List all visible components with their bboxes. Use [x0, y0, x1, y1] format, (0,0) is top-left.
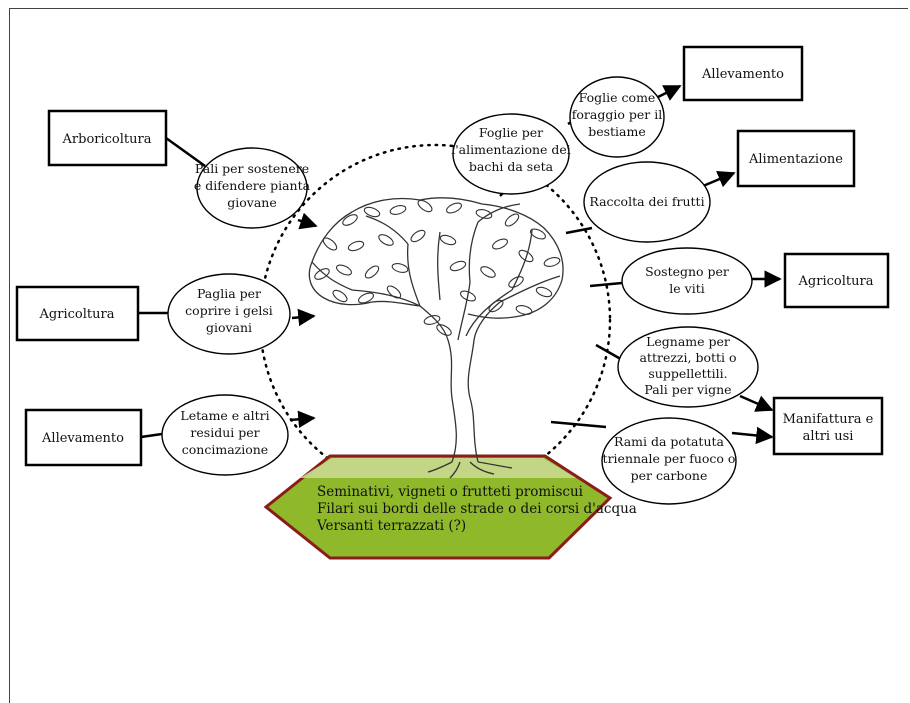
ellipse-line: Rami da potatuta: [614, 434, 725, 449]
ellipse-line: coprire i gelsi: [185, 303, 273, 318]
ground-line-2: Filari sui bordi delle strade o dei cors…: [317, 501, 637, 517]
ellipse-line: Legname per: [646, 334, 730, 349]
box-label: Arboricoltura: [62, 132, 152, 147]
ground-line-1: Seminativi, vigneti o frutteti promiscui: [317, 484, 584, 500]
ellipse-foglie-foraggio: Foglie come foraggio per il bestiame: [569, 76, 665, 158]
ellipse-line: Pali per sostenere: [195, 161, 309, 176]
ellipse-foglie-bachi: Foglie per l'alimentazione dei bachi da …: [451, 113, 571, 195]
ellipse-line: Foglie come: [579, 90, 656, 105]
arrows: [289, 84, 782, 445]
ellipse-line: Raccolta dei frutti: [589, 194, 704, 209]
ellipse-line: Sostegno per: [645, 264, 729, 279]
ellipse-letame: Letame e altri residui per concimazione: [161, 394, 289, 476]
box-allevamento-right: Allevamento: [682, 45, 804, 102]
ellipse-line: Letame e altri: [180, 408, 269, 423]
ellipse-rami: Rami da potatuta triennale per fuoco o p…: [601, 417, 737, 505]
box-label-line-1: Manifattura e: [783, 412, 874, 427]
figure-frame: [9, 8, 908, 703]
ellipse-raccolta: Raccolta dei frutti: [583, 161, 711, 243]
box-label: Agricoltura: [39, 307, 115, 322]
mulberry-tree-illustration: [308, 197, 564, 479]
ellipse-paglia: Paglia per coprire i gelsi giovani: [167, 273, 291, 355]
box-arboricoltura: Arboricoltura: [47, 109, 168, 167]
ellipse-line: suppellettili.: [648, 366, 727, 381]
ellipse-legname: Legname per attrezzi, botti o suppellett…: [617, 326, 759, 408]
box-label: Allevamento: [41, 431, 124, 446]
ellipse-line: triennale per fuoco o: [603, 451, 736, 466]
ellipse-line: Paglia per: [197, 286, 261, 301]
box-label: Allevamento: [701, 67, 784, 82]
ellipse-line: Pali per vigne: [644, 382, 731, 397]
box-agricoltura-left: Agricoltura: [15, 285, 140, 342]
box-agricoltura-right: Agricoltura: [783, 252, 890, 309]
box-label: Agricoltura: [798, 274, 874, 289]
ellipse-line: l'alimentazione dei: [451, 142, 571, 157]
ellipse-line: bachi da seta: [469, 159, 554, 174]
ellipse-line: concimazione: [182, 442, 268, 457]
box-alimentazione: Alimentazione: [736, 129, 856, 188]
ellipse-sostegno: Sostegno per le viti: [621, 247, 753, 315]
box-label: Alimentazione: [748, 152, 843, 167]
ellipse-pali: Pali per sostenere e difendere pianta gi…: [194, 147, 311, 229]
ground-line-3: Versanti terrazzati (?): [316, 518, 466, 534]
box-label-line-2: altri usi: [803, 429, 854, 444]
leaves: [314, 199, 561, 336]
ellipse-line: per carbone: [631, 468, 708, 483]
ground-hexagon: Seminativi, vigneti o frutteti promiscui…: [263, 454, 637, 560]
ellipse-line: attrezzi, botti o: [639, 350, 736, 365]
box-allevamento-left: Allevamento: [24, 408, 143, 467]
ellipse-line: residui per: [190, 425, 259, 440]
ellipse-line: giovani: [206, 320, 252, 335]
ellipse-line: e difendere pianta: [194, 178, 311, 193]
ellipse-line: bestiame: [588, 124, 646, 139]
ellipse-line: giovane: [227, 195, 277, 210]
box-manifattura: Manifattura e altri usi: [772, 396, 884, 456]
ellipse-line: Foglie per: [479, 125, 543, 140]
ellipse-line: le viti: [669, 281, 704, 296]
ellipse-line: foraggio per il: [572, 107, 662, 122]
